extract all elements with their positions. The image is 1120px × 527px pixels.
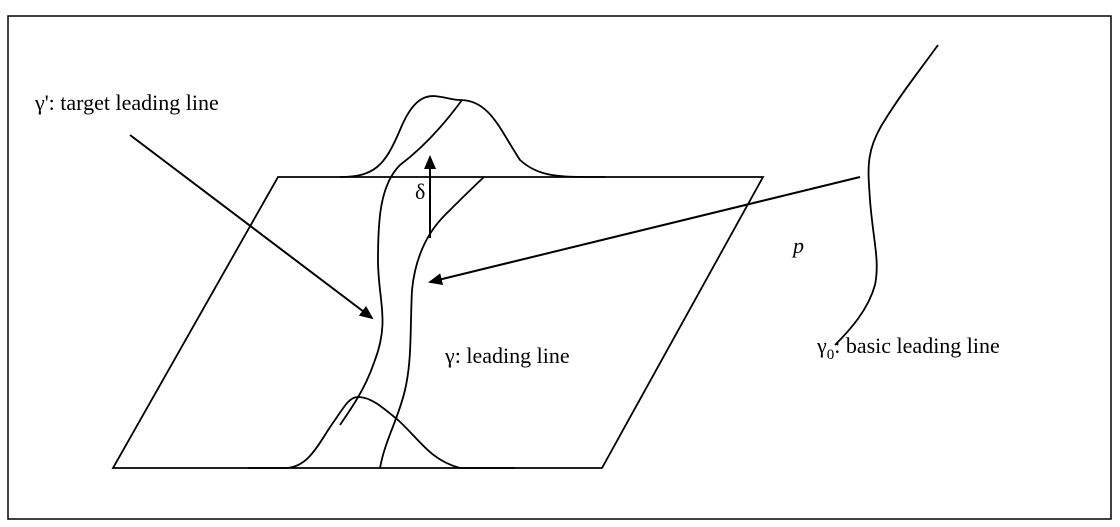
delta-label: δ [415,179,425,204]
p-pointer-arrow [428,176,861,285]
leading-line-label: γ: leading line [444,343,570,368]
leading-line-curve [379,176,485,469]
point-p-label: p [791,233,804,258]
lower-bump-curve [248,396,515,469]
plane-parallelogram [111,176,765,469]
target-line-pointer-arrow [129,134,374,320]
basic-leading-line-symbol: γ [816,333,827,358]
basic-leading-line-label: γ0: basic leading line [816,333,1000,363]
upper-bump-curve [339,95,606,178]
basic-leading-line-subscript: 0 [827,347,835,363]
target-leading-line-curve [339,99,463,426]
basic-leading-line-curve [834,44,939,346]
basic-leading-line-text: : basic leading line [834,333,1000,358]
target-leading-line-label: γ': target leading line [34,90,219,115]
figure-border [7,15,1112,520]
